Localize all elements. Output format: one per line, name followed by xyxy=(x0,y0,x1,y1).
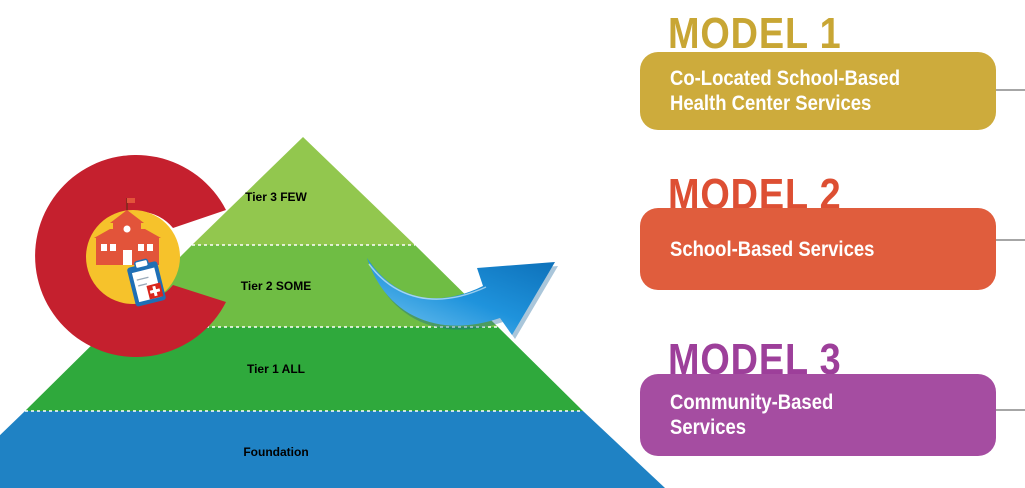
model-3-box: Community-Based Services xyxy=(640,374,996,456)
model-1-heading: MODEL 1 xyxy=(668,9,842,58)
clipboard-icon xyxy=(127,258,166,307)
logo-c-ring xyxy=(35,155,226,357)
model-2-connector xyxy=(996,239,1025,241)
model-1-connector xyxy=(996,89,1025,91)
curved-arrow-icon xyxy=(367,258,558,339)
pyramid-tier-3 xyxy=(192,137,415,245)
tier-2-label: Tier 2 SOME xyxy=(241,279,311,293)
model-2-box: School-Based Services xyxy=(640,208,996,290)
tier-1-label: Tier 1 ALL xyxy=(247,362,305,376)
foundation-label: Foundation xyxy=(243,445,308,459)
model-2-line-1: School-Based Services xyxy=(670,237,875,261)
model-3-line-2: Services xyxy=(670,416,747,439)
model-1-box: Co-Located School-Based Health Center Se… xyxy=(640,52,996,130)
pyramid-foundation xyxy=(0,411,665,488)
school-windows xyxy=(101,225,153,265)
model-3-line-1: Community-Based xyxy=(670,391,834,414)
colorado-school-health-logo xyxy=(35,155,226,357)
model-3-connector xyxy=(996,409,1025,411)
model-1-line-2: Health Center Services xyxy=(670,92,872,115)
tier-3-label: Tier 3 FEW xyxy=(245,190,307,204)
model-1-line-1: Co-Located School-Based xyxy=(670,67,901,90)
